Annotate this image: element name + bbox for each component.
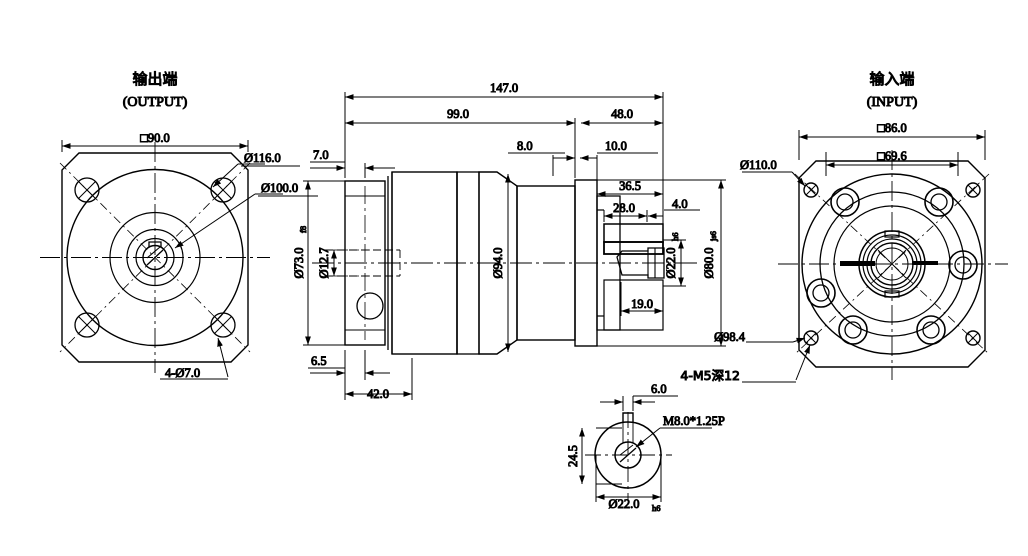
clamp-bore-hatch-2 xyxy=(619,444,634,456)
dim-label-10: 10.0 xyxy=(605,139,627,153)
dim-8 xyxy=(508,152,575,176)
clamp-detail-view: M8.0*1.25P 6.0 24.5 Ø22.0 h6 xyxy=(566,382,726,514)
input-socket-bolts xyxy=(806,187,978,345)
input-view-title-cjk: 输入端 xyxy=(869,70,914,88)
dim-label-22-detail: Ø22.0 xyxy=(609,497,640,511)
dim-label-12-7: Ø12.7 xyxy=(317,248,331,279)
output-view-title-en: (OUTPUT) xyxy=(123,95,188,110)
dim-99 xyxy=(344,118,576,178)
dim-label-73: Ø73.0 xyxy=(292,248,306,279)
clamp-centerlines xyxy=(585,412,672,500)
dim-label-42: 42.0 xyxy=(367,387,389,401)
input-view-title-en: (INPUT) xyxy=(867,95,918,110)
dim-label-4: 4.0 xyxy=(672,197,688,211)
dim-10 xyxy=(580,152,658,192)
dim-6-0 xyxy=(600,395,678,411)
input-cross-2 xyxy=(877,249,907,279)
dim-label-24-5: 24.5 xyxy=(566,445,580,467)
input-key-arm-right xyxy=(912,261,938,265)
dim-tol-80: js6 xyxy=(708,231,718,242)
output-flange-outline xyxy=(61,152,249,363)
dim-label-output-4-7: 4-Ø7.0 xyxy=(165,366,200,380)
dim-tol-22-section: h6 xyxy=(670,233,680,242)
input-shaft-stub xyxy=(616,247,665,279)
dim-4 xyxy=(648,209,700,222)
output-pilot-block xyxy=(344,180,386,346)
dim-7 xyxy=(310,161,395,178)
dim-label-output-100: Ø100.0 xyxy=(261,181,298,195)
section-side-view: 147.0 99.0 48.0 7.0 8.0 xyxy=(292,81,726,402)
dim-label-48: 48.0 xyxy=(611,107,633,121)
dim-label-input-86: □86.0 xyxy=(877,121,906,135)
input-key-arm-left xyxy=(840,261,875,266)
dim-42 xyxy=(344,350,413,400)
dim-label-7: 7.0 xyxy=(313,148,329,162)
output-centerlines xyxy=(40,142,270,373)
dim-label-99: 99.0 xyxy=(447,107,469,121)
dim-tol-73: f8 xyxy=(298,226,308,233)
dim-label-m8: M8.0*1.25P xyxy=(663,414,725,428)
dim-12-7 xyxy=(330,249,400,277)
dim-22-section xyxy=(663,239,686,287)
dim-label-80: Ø80.0 xyxy=(702,248,716,279)
dim-label-36-5: 36.5 xyxy=(619,179,641,193)
dim-28 xyxy=(603,210,648,222)
dim-label-input-m5: 4-M5深12 xyxy=(680,368,740,383)
clamp-collar-upper xyxy=(603,223,664,243)
dim-output-square-90 xyxy=(61,140,249,152)
dim-label-147: 147.0 xyxy=(490,81,518,95)
leader-output-bolt-circle xyxy=(212,163,300,188)
dim-label-output-116: Ø116.0 xyxy=(244,151,281,165)
dim-input-square-86 xyxy=(798,130,986,160)
dim-label-94: Ø94.0 xyxy=(491,248,505,279)
dim-label-19: 19.0 xyxy=(631,297,653,311)
dim-36-5 xyxy=(596,188,664,246)
dim-label-28: 28.0 xyxy=(613,201,635,215)
dim-input-square-69-6 xyxy=(825,152,959,176)
dim-label-input-110: Ø110.0 xyxy=(740,158,777,172)
output-bolt-circle-centerlines xyxy=(59,162,251,353)
dim-label-8: 8.0 xyxy=(517,139,533,153)
dim-label-output-square: □90.0 xyxy=(140,131,169,145)
dim-80 xyxy=(597,179,726,347)
input-end-view: □86.0 □69.6 Ø110.0 Ø98.4 4-M5深12 输入端 (IN… xyxy=(680,70,1008,384)
output-end-view: □90.0 Ø116.0 Ø100.0 4-Ø7.0 输出端 (OUTPUT) xyxy=(40,70,318,381)
dim-tol-22-detail: h6 xyxy=(652,503,661,513)
input-bolt-circle-centerlines xyxy=(794,173,990,355)
dim-22-detail xyxy=(595,455,662,502)
dim-label-22-section: Ø22.0 xyxy=(664,248,678,279)
dim-73 xyxy=(303,180,345,346)
dim-label-input-69-6: □69.6 xyxy=(877,149,906,163)
section-oil-port-circle xyxy=(356,292,384,320)
dim-label-input-98-4: Ø98.4 xyxy=(714,330,746,344)
leader-input-98-4 xyxy=(746,337,806,344)
leader-output-holes xyxy=(160,337,229,380)
input-centerlines xyxy=(778,150,1008,380)
leader-input-110 xyxy=(742,171,806,187)
dim-19 xyxy=(620,282,664,316)
dim-24-5 xyxy=(579,427,622,485)
output-bore-hatch-2 xyxy=(146,246,161,259)
output-view-title-cjk: 输出端 xyxy=(132,70,177,88)
dim-label-6-5: 6.5 xyxy=(311,354,327,368)
leader-m8 xyxy=(635,427,712,448)
dim-label-6-0: 6.0 xyxy=(651,382,667,396)
leader-input-m5 xyxy=(742,344,811,383)
input-flange-outline xyxy=(798,160,986,368)
